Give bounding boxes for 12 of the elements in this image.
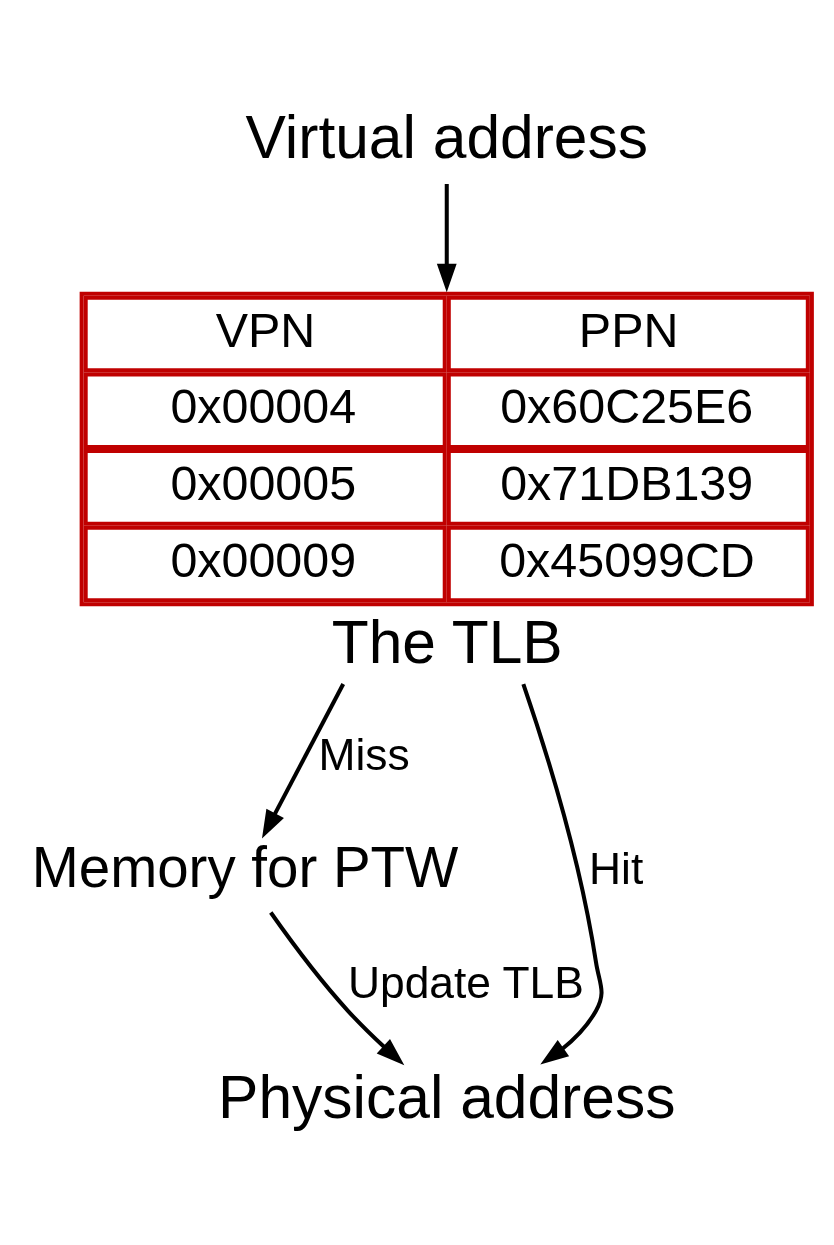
edge-label: Update TLB bbox=[347, 957, 584, 1007]
arrow bbox=[269, 911, 405, 1066]
node-label: The TLB bbox=[331, 607, 563, 676]
node-box: VPN PPN 0x00004 0x60C25E6 0x00005 0x71DB139 0x00009 0x45099CD bbox=[79, 291, 814, 607]
arrow bbox=[521, 683, 604, 1065]
arrow bbox=[436, 183, 457, 293]
node-text: Virtual address bbox=[245, 102, 648, 171]
arrow bbox=[262, 683, 345, 839]
edge-label: Miss bbox=[318, 729, 410, 779]
edge-label: Hit bbox=[589, 843, 644, 893]
node-text: Physical address bbox=[218, 1062, 676, 1131]
node-text: Memory for PTW bbox=[31, 835, 459, 899]
